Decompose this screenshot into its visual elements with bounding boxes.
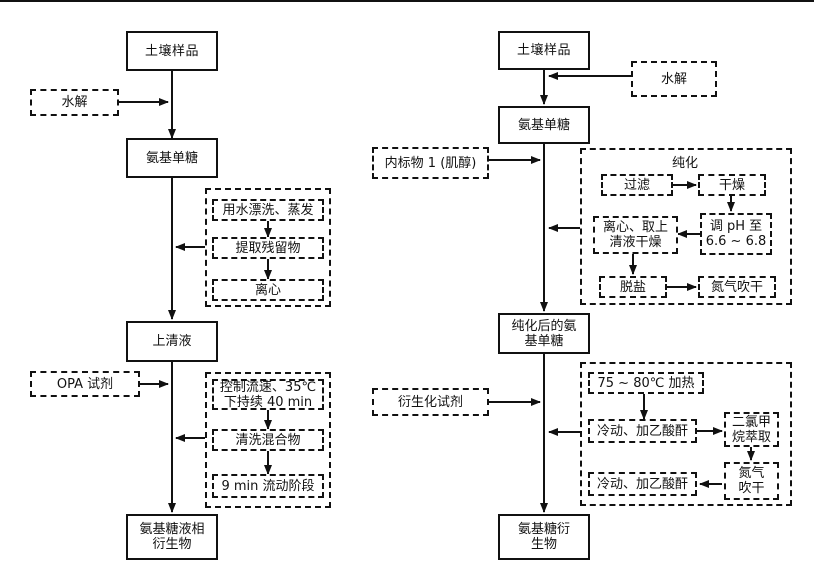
left-opa-reagent-box: OPA 试剂	[30, 371, 140, 397]
right-desalting-box: 脱盐	[599, 276, 667, 298]
left-soil-sample-box: 土壤样品	[126, 31, 218, 71]
right-dichloromethane-extract-box: 二氯甲 烷萃取	[724, 412, 779, 447]
right-purification-label: 纯化	[660, 152, 710, 171]
left-flow-stage-box: 9 min 流动阶段	[212, 474, 324, 498]
right-purification-group	[580, 148, 792, 305]
left-pretreatment-group	[205, 188, 331, 307]
left-wash-mixture-box: 清洗混合物	[212, 429, 324, 451]
left-rinse-evaporate-box: 用水漂洗、蒸发	[212, 199, 324, 221]
right-filtration-box: 过滤	[601, 174, 673, 196]
left-amino-sugar-box: 氨基单糖	[126, 138, 218, 178]
right-drying-box: 干燥	[698, 174, 766, 196]
right-purified-sugar-box: 纯化后的氨 基单糖	[498, 313, 590, 354]
right-derivatization-reagent-box: 衍生化试剂	[372, 388, 489, 416]
right-centrifuge-dry-box: 离心、取上 清液干燥	[593, 216, 678, 254]
right-nitrogen-dry-2-box: 氮气 吹干	[724, 462, 779, 500]
right-soil-sample-box: 土壤样品	[498, 31, 590, 70]
right-heating-box: 75 ~ 80℃ 加热	[588, 372, 704, 394]
right-amino-sugar-box: 氨基单糖	[498, 106, 590, 144]
left-supernatant-box: 上清液	[126, 321, 218, 362]
right-hydrolysis-box: 水解	[631, 61, 717, 97]
top-rule	[0, 0, 814, 2]
right-nitrogen-dry-box: 氮气吹干	[698, 276, 776, 298]
left-centrifuge-box: 离心	[212, 279, 324, 301]
right-internal-standard-box: 内标物 1 (肌醇)	[372, 147, 489, 179]
left-flow-control-box: 控制流速、35℃ 下持续 40 min	[212, 379, 324, 410]
left-hydrolysis-box: 水解	[30, 89, 119, 116]
right-result-box: 氨基糖衍 生物	[498, 514, 590, 560]
right-cool-anhydride-1-box: 冷动、加乙酸酐	[588, 419, 697, 443]
right-adjust-ph-box: 调 pH 至 6.6 ~ 6.8	[700, 213, 772, 255]
right-derivatization-group	[580, 362, 792, 506]
left-extract-residue-box: 提取残留物	[212, 237, 324, 259]
right-cool-anhydride-2-box: 冷动、加乙酸酐	[588, 472, 697, 496]
left-derivatization-group	[205, 372, 331, 508]
left-result-box: 氨基糖液相 衍生物	[126, 514, 218, 560]
